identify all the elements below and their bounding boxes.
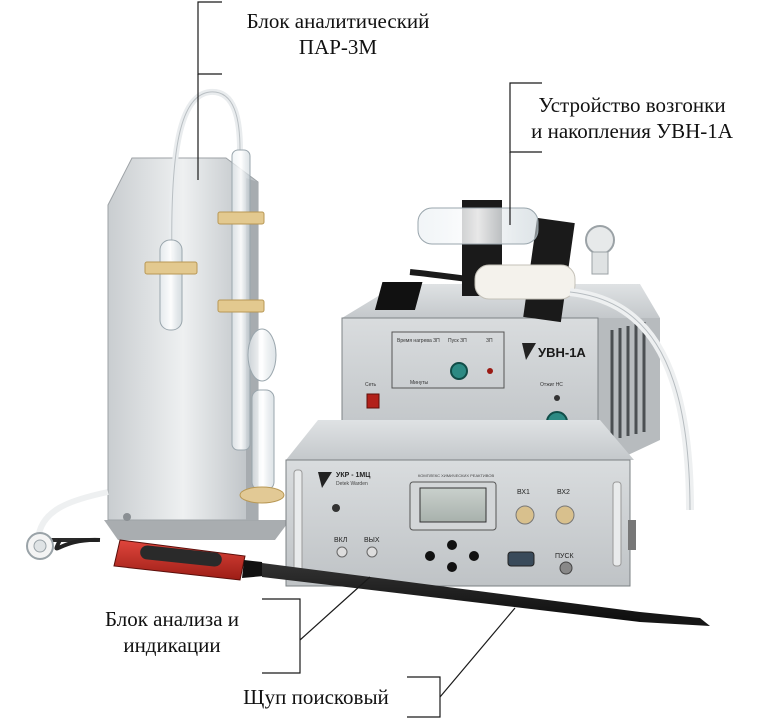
analytic-block-label-line2: ПАР-3М — [298, 35, 378, 59]
ukr-vyh-label: ВЫХ — [364, 537, 380, 544]
sublimation-device-label-line2: и накопления УВН-1А — [531, 119, 733, 143]
callout-lines — [197, 1, 542, 718]
uvn-model-text: УВН-1А — [538, 345, 586, 360]
ukr-model-text: УКР - 1МЦ — [336, 472, 371, 479]
analysis-block-label: Блок анализа и индикации — [84, 606, 260, 658]
ukr-vx1-label: ВХ1 — [517, 489, 530, 496]
ukr-pusk-label: ПУСК — [555, 553, 575, 560]
probe-label-line1: Щуп поисковый — [243, 685, 389, 709]
ukr-subtitle-text: Detek Warden — [336, 481, 368, 487]
ukr-vx2-label: ВХ2 — [557, 489, 570, 496]
sublimation-device-label-line1: Устройство возгонки — [538, 93, 726, 117]
uvn-minutes-label: Минуты — [410, 380, 429, 386]
analysis-block-label-line2: индикации — [123, 633, 221, 657]
uvn-zp-label: ЗП — [486, 338, 493, 344]
ukr-header-text: КОМПЛЕКС ХИМИЧЕСКИХ РЕАКТИВОВ — [418, 473, 494, 478]
search-probe — [54, 537, 710, 626]
analytic-block-device — [26, 88, 290, 560]
uvn-start-label: Пуск ЗП — [448, 338, 467, 344]
sublimation-mechanism — [374, 200, 694, 511]
uvn-time-label: Время нагрева ЗП — [397, 338, 440, 344]
probe-label: Щуп поисковый — [228, 684, 404, 710]
analysis-block-device — [285, 420, 636, 587]
analytic-block-label: Блок аналитический ПАР-3М — [220, 8, 456, 60]
uvn-ns-label: Отжиг НС — [540, 382, 563, 388]
ukr-vkl-label: ВКЛ — [334, 537, 348, 544]
analysis-block-label-line1: Блок анализа и — [104, 607, 240, 631]
sublimation-device-label: Устройство возгонки и накопления УВН-1А — [512, 92, 752, 144]
analytic-block-label-line1: Блок аналитический — [246, 9, 430, 33]
uvn-power-label: Сеть — [365, 382, 377, 388]
